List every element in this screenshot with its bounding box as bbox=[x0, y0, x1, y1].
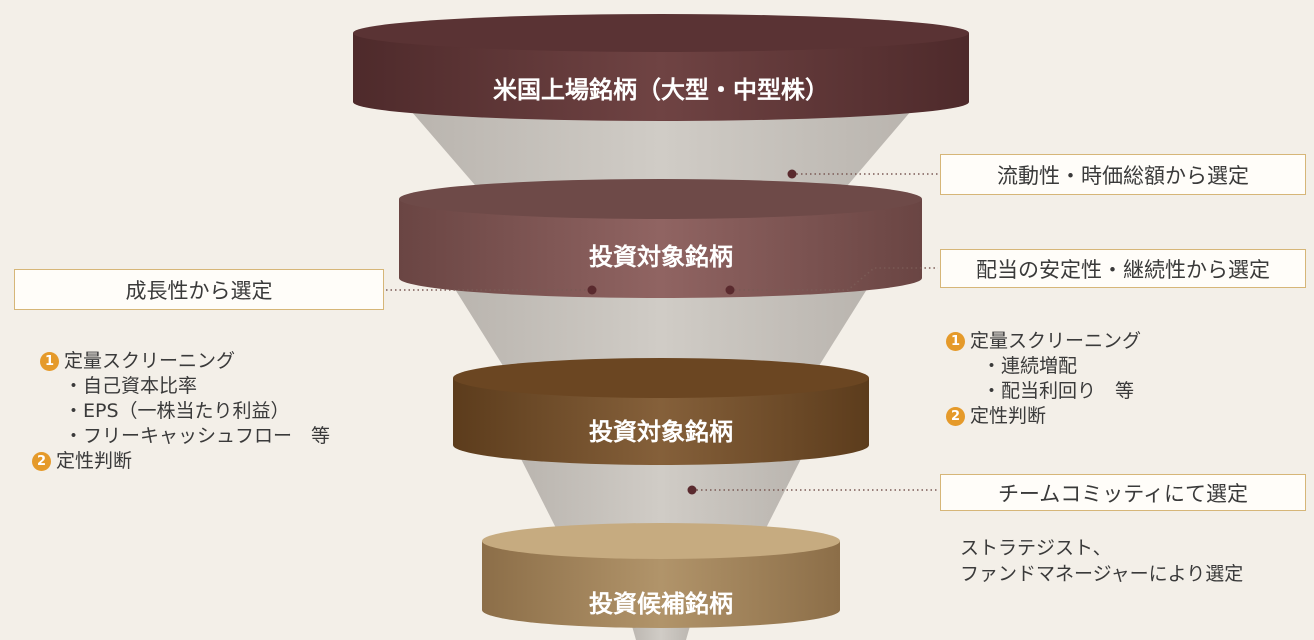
tier-4-label: 投資候補銘柄 bbox=[589, 590, 733, 618]
tier-1-label: 米国上場銘柄（大型・中型株） bbox=[493, 76, 829, 104]
tier-1-disc bbox=[353, 14, 969, 121]
growth-selection-label: 成長性から選定 bbox=[125, 278, 273, 303]
committee-note-line-2: ファンドマネージャーにより選定 bbox=[960, 563, 1244, 585]
growth-selection-box: 成長性から選定 bbox=[14, 269, 384, 310]
step-1-badge: 1 bbox=[40, 352, 59, 371]
connector-dot-1 bbox=[787, 169, 797, 179]
list-item: ・フリーキャッシュフロー 等 bbox=[64, 425, 331, 447]
step-1-badge: 1 bbox=[946, 332, 965, 351]
funnel-section-2 bbox=[448, 278, 874, 377]
committee-notes: ストラテジスト、 ファンドマネージャーにより選定 bbox=[960, 535, 1243, 587]
tier-2-disc bbox=[399, 179, 922, 298]
connector-dot-3 bbox=[687, 485, 697, 495]
list-item: ・連続増配 bbox=[982, 355, 1078, 377]
growth-criteria-list: 1 定量スクリーニング ・自己資本比率 ・EPS（一株当たり利益） ・フリーキャ… bbox=[32, 349, 331, 474]
tier-3-label: 投資対象銘柄 bbox=[589, 418, 733, 446]
dividend-criteria-list: 1 定量スクリーニング ・連続増配 ・配当利回り 等 2 定性判断 bbox=[946, 329, 1141, 429]
dividend-selection-label: 配当の安定性・継続性から選定 bbox=[976, 257, 1270, 282]
tier-2-label: 投資対象銘柄 bbox=[589, 243, 733, 271]
list-item: ・自己資本比率 bbox=[64, 375, 198, 397]
tier-4-disc bbox=[482, 523, 840, 628]
connector-dot-2 bbox=[725, 285, 735, 295]
list-item: 1 定量スクリーニング bbox=[946, 329, 1141, 354]
tier-3-disc bbox=[453, 358, 869, 465]
connector-dot-left bbox=[587, 285, 597, 295]
list-item: 2 定性判断 bbox=[32, 449, 330, 474]
dividend-selection-box: 配当の安定性・継続性から選定 bbox=[940, 249, 1306, 288]
funnel-section-3 bbox=[514, 445, 808, 540]
committee-selection-box: チームコミッティにて選定 bbox=[940, 474, 1306, 511]
step-2-badge: 2 bbox=[32, 452, 51, 471]
liquidity-selection-label: 流動性・時価総額から選定 bbox=[997, 163, 1249, 188]
step-2-badge: 2 bbox=[946, 407, 965, 426]
committee-selection-label: チームコミッティにて選定 bbox=[997, 481, 1249, 506]
list-item: 2 定性判断 bbox=[946, 404, 1141, 429]
committee-note-line-1: ストラテジスト、 bbox=[960, 537, 1112, 559]
list-item: ・配当利回り 等 bbox=[982, 380, 1135, 402]
liquidity-selection-box: 流動性・時価総額から選定 bbox=[940, 154, 1306, 195]
connector-line-2 bbox=[730, 267, 938, 291]
list-item: ・EPS（一株当たり利益） bbox=[64, 400, 290, 422]
list-item: 1 定量スクリーニング bbox=[40, 349, 330, 374]
